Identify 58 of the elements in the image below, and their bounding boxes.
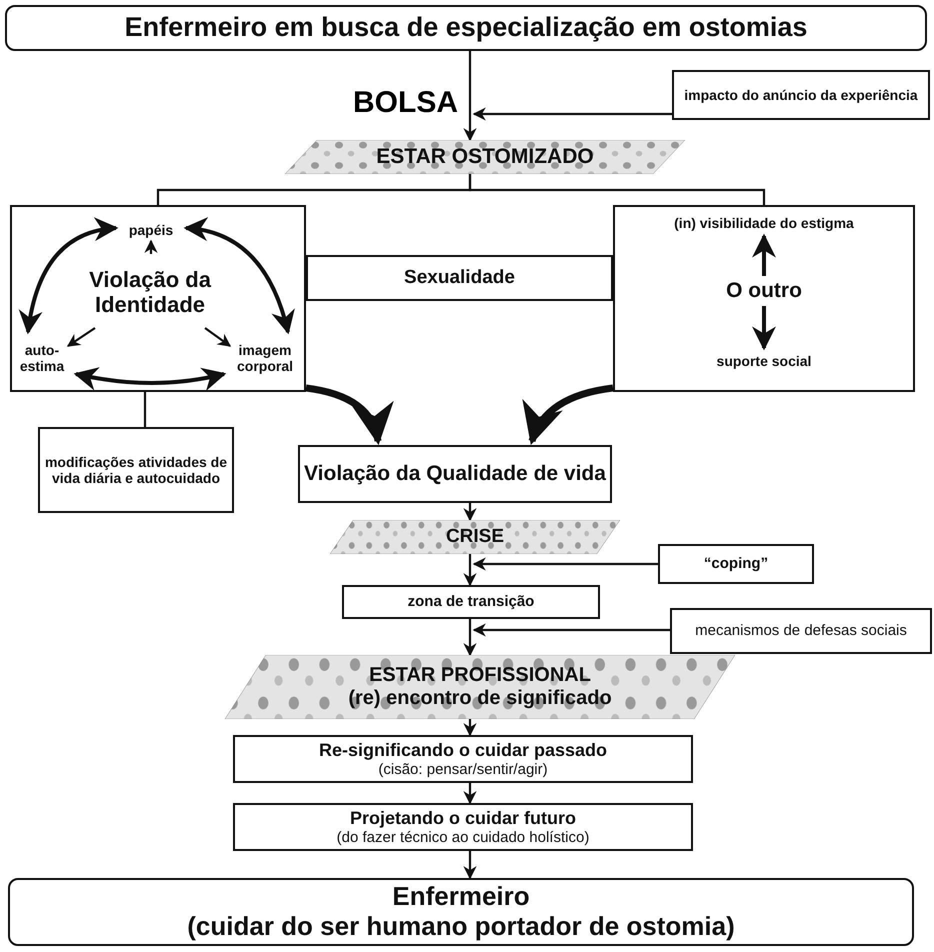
arrow (66, 327, 96, 347)
node-title: O outro (726, 278, 802, 304)
arrow (144, 240, 158, 254)
node-subtitle: (do fazer técnico ao cuidado holístico) (336, 828, 590, 846)
node-title: Sexualidade (404, 267, 515, 289)
arrow (463, 554, 477, 586)
node-subtitle: (re) encontro de significado (348, 687, 612, 710)
node-title: zona de transição (408, 593, 534, 611)
connector-line (468, 174, 766, 205)
node-title: mecanismos de defesas sociais (695, 622, 907, 640)
node-title: ESTAR PROFISSIONAL (369, 664, 591, 687)
node-title: Projetando o cuidar futuro (350, 808, 576, 829)
node-subtitle: (cisão: pensar/sentir/agir) (378, 760, 548, 778)
rounded-box (8, 878, 914, 946)
node-subtitle: (cuidar do ser humano portador de ostomia) (187, 912, 735, 942)
node-title: modificações atividades de vida diária e autocuidado (44, 454, 228, 486)
rounded-box (5, 5, 927, 51)
arrow (19, 218, 118, 334)
arrow (305, 384, 392, 446)
node-title: imagem corporal (236, 342, 294, 374)
process-box (658, 544, 814, 584)
node-title: “coping” (704, 555, 768, 573)
node-title: papéis (128, 222, 174, 238)
arrow (752, 306, 776, 350)
process-box (670, 608, 932, 654)
process-box (233, 735, 693, 783)
process-box (306, 255, 613, 301)
node-title: ESTAR OSTOMIZADO (376, 144, 594, 170)
arrow (463, 851, 477, 880)
arrow (463, 783, 477, 804)
arrow (204, 327, 232, 347)
process-box (38, 427, 234, 513)
arrow (472, 623, 670, 637)
process-box (298, 445, 612, 503)
node-title: Enfermeiro (392, 882, 530, 912)
arrow (463, 51, 477, 142)
connector-line (144, 392, 146, 427)
process-box (342, 585, 600, 619)
node-title: Re-significando o cuidar passado (318, 740, 608, 761)
arrow (472, 107, 672, 121)
node-title: Violação da Qualidade de vida (304, 462, 606, 486)
node-title: Enfermeiro em busca de especialização em ostomias (124, 12, 808, 44)
arrow (463, 503, 477, 522)
arrow (74, 366, 226, 391)
arrow (463, 719, 477, 736)
node-title: CRISE (446, 526, 504, 548)
node-title: auto-estima (18, 342, 66, 374)
node-title: impacto do anúncio da experiência (684, 86, 918, 104)
arrow (524, 384, 614, 445)
arrow (184, 218, 294, 334)
arrow (472, 557, 658, 571)
arrow (463, 619, 477, 656)
process-box (672, 70, 930, 120)
arrow (752, 234, 776, 276)
node-title: Violação da Identidade (88, 266, 212, 318)
process-box (233, 803, 693, 851)
node-title: suporte social (716, 352, 812, 370)
node-title: (in) visibilidade do estigma (674, 214, 854, 232)
